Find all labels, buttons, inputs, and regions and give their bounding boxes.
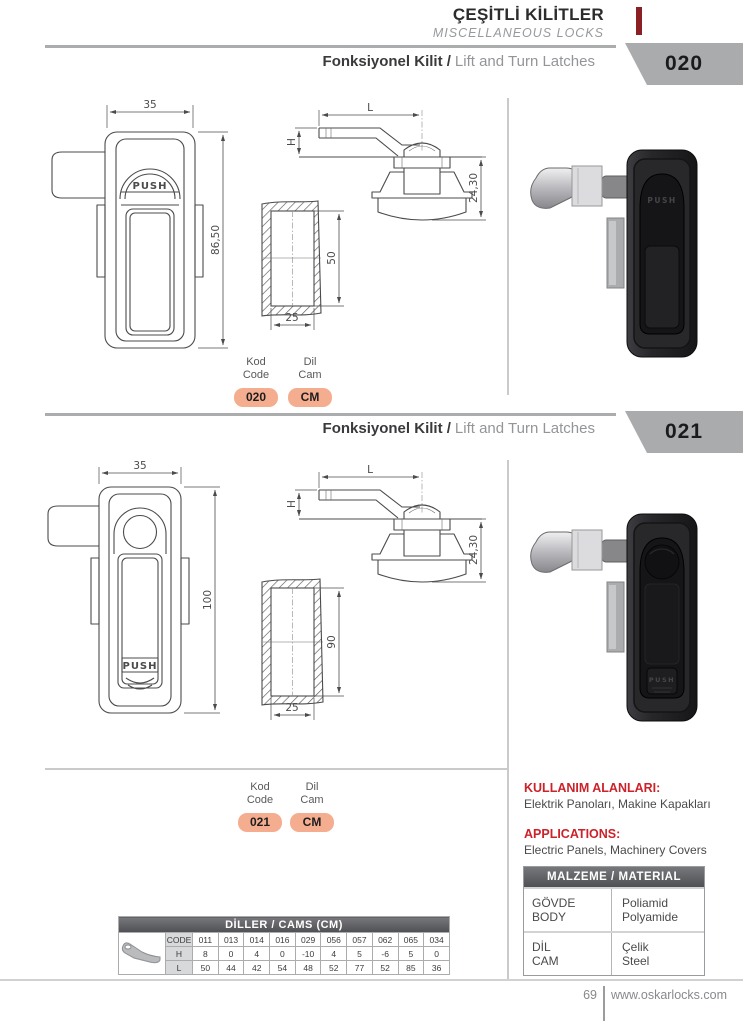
cam-lever (318, 127, 420, 157)
dim-L-label: L (367, 464, 373, 476)
section-title-tr: Fonksiyonel Kilit / (322, 420, 451, 437)
footer-rule (0, 979, 743, 981)
product-020-badge: 020 (625, 43, 743, 85)
push-label: PUSH (122, 661, 157, 672)
code-pill: 020 (234, 388, 278, 407)
usage-text: Elektrik Panoları, Makine Kapakları (524, 797, 711, 811)
cutout-dims: 50 25 (270, 210, 344, 330)
cutout-drawing-021: 90 25 (261, 578, 344, 720)
side-dim-depth: 24,30 (432, 518, 486, 583)
cam-pill: CM (288, 388, 332, 407)
front-view-drawing-020: 35 PUSH 86,50 (51, 99, 228, 349)
usage-title: KULLANIM ALANLARI: (524, 781, 661, 795)
front-body: PUSH (47, 486, 190, 714)
dim-depth-label: 24,30 (468, 173, 480, 203)
cutout-dims: 90 25 (270, 587, 344, 720)
applications-text: Electric Panels, Machinery Covers (524, 843, 707, 857)
dim-width-label: 35 (143, 99, 156, 111)
cams-table-title: DİLLER / CAMS (CM) (118, 916, 450, 933)
dim-cut-width-label: 25 (285, 312, 298, 324)
front-body: PUSH (51, 131, 204, 349)
dim-cut-height-label: 50 (326, 251, 338, 264)
section-divider (45, 768, 507, 770)
website-url: www.oskarlocks.com (611, 988, 727, 1002)
product-photo-021: PUSH (530, 513, 698, 722)
section-title-en: Lift and Turn Latches (454, 53, 595, 70)
dim-depth-label: 24,30 (468, 535, 480, 565)
code-pill: 021 (238, 813, 282, 832)
section-021-rule (45, 413, 616, 416)
front-dim-width: 35 (98, 460, 182, 484)
dim-L-label: L (367, 102, 373, 114)
push-label: PUSH (649, 676, 675, 684)
side-dim-depth: 24,30 (432, 156, 486, 221)
front-view-drawing-021: 35 PUSH 100 (47, 460, 220, 714)
cam-photo-cell (118, 932, 166, 975)
dim-cut-height-label: 90 (326, 635, 338, 648)
dim-H-label: H (286, 138, 298, 146)
panel-cutout (261, 578, 324, 706)
front-dim-height: 100 (184, 486, 220, 714)
section-title-tr: Fonksiyonel Kilit / (322, 53, 451, 70)
side-view-drawing-020: L H 24,30 (286, 102, 486, 221)
footer-divider (603, 986, 605, 1021)
section-021-title: Fonksiyonel Kilit /Lift and Turn Latches (323, 420, 595, 437)
latch-photo: PUSH (530, 513, 698, 722)
dim-height-label: 86,50 (210, 225, 222, 255)
cam-pill: CM (290, 813, 334, 832)
page-subtitle: MISCELLANEOUS LOCKS (432, 26, 604, 40)
column-divider (507, 98, 509, 395)
side-dims: L H (286, 102, 423, 155)
section-020-title: Fonksiyonel Kilit /Lift and Turn Latches (323, 53, 595, 70)
front-dim-height: 86,50 (198, 131, 228, 349)
push-label: PUSH (647, 196, 676, 205)
page-title: ÇEŞİTLİ KİLİTLER (452, 5, 604, 24)
applications-title: APPLICATIONS: (524, 827, 621, 841)
product-photo-020: PUSH (530, 149, 698, 358)
page-number: 69 (583, 988, 597, 1002)
side-dims: L H (286, 464, 423, 517)
cutout-drawing-020: 50 25 (261, 200, 344, 330)
material-table-header: MALZEME / MATERIAL (524, 867, 704, 887)
latch-photo: PUSH (530, 149, 698, 358)
cam-lever (318, 489, 420, 519)
latch-body-side (299, 504, 482, 583)
push-label: PUSH (132, 181, 167, 192)
product-021-badge: 021 (625, 411, 743, 453)
header-accent-bar (636, 7, 642, 35)
dim-width-label: 35 (133, 460, 146, 472)
side-view-drawing-021: L H 24,30 (286, 464, 486, 583)
section-020-rule (45, 45, 616, 48)
column-divider (507, 460, 509, 980)
dim-height-label: 100 (202, 590, 214, 610)
cam-thumbnail (121, 941, 161, 963)
latch-body-side (299, 142, 482, 221)
dim-cut-width-label: 25 (285, 702, 298, 714)
panel-cutout (261, 200, 322, 317)
section-title-en: Lift and Turn Latches (454, 420, 595, 437)
front-dim-width: 35 (106, 99, 194, 128)
dim-H-label: H (286, 500, 298, 508)
page-header: ÇEŞİTLİ KİLİTLER MISCELLANEOUS LOCKS (433, 5, 604, 40)
